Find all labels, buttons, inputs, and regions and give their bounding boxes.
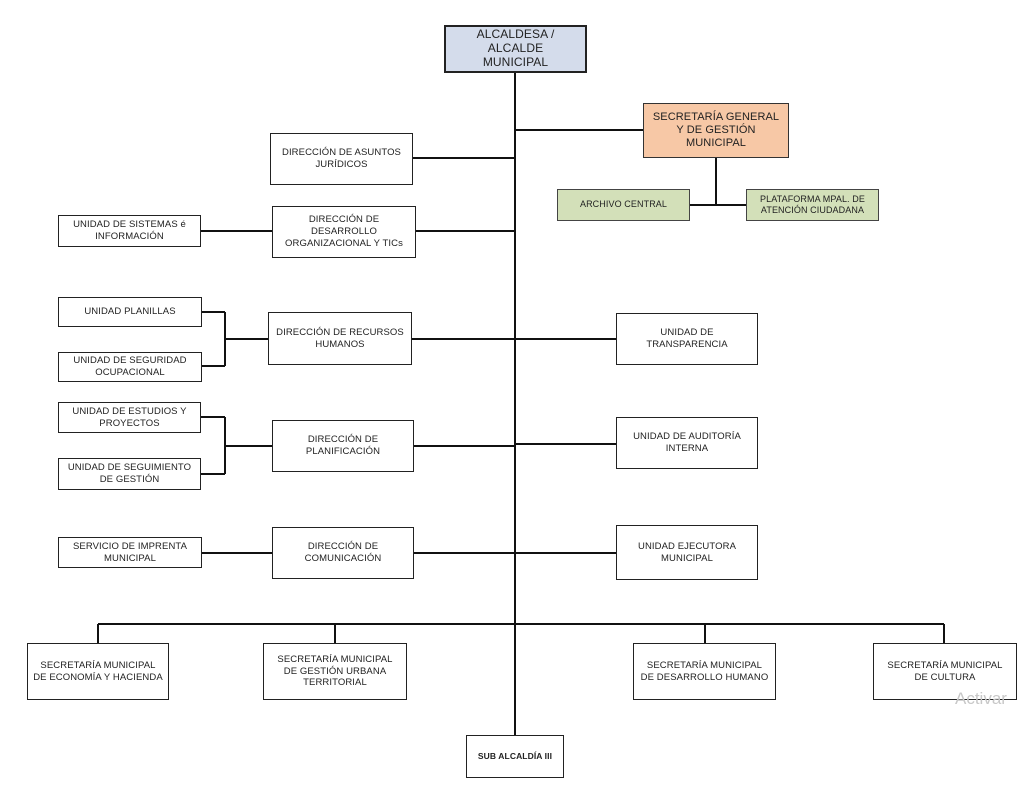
unidad-transparencia-box: UNIDAD DE TRANSPARENCIA: [616, 313, 758, 365]
unidad-sistemas-box: UNIDAD DE SISTEMAS é INFORMACIÓN: [58, 215, 201, 247]
unidad-planillas-box: UNIDAD PLANILLAS: [58, 297, 202, 327]
sec-gestion-urbana-box: SECRETARÍA MUNICIPAL DE GESTIÓN URBANA T…: [263, 643, 407, 700]
dir-asuntos-juridicos-box: DIRECCIÓN DE ASUNTOS JURÍDICOS: [270, 133, 413, 185]
dir-comunicacion-box: DIRECCIÓN DE COMUNICACIÓN: [272, 527, 414, 579]
unidad-seguridad-ocupacional-box: UNIDAD DE SEGURIDAD OCUPACIONAL: [58, 352, 202, 382]
unidad-estudios-proyectos-box: UNIDAD DE ESTUDIOS Y PROYECTOS: [58, 402, 201, 433]
sec-cultura-box: SECRETARÍA MUNICIPAL DE CULTURA: [873, 643, 1017, 700]
archivo-central-box: ARCHIVO CENTRAL: [557, 189, 690, 221]
sec-desarrollo-humano-box: SECRETARÍA MUNICIPAL DE DESARROLLO HUMAN…: [633, 643, 776, 700]
secretaria-general-box: SECRETARÍA GENERAL Y DE GESTIÓN MUNICIPA…: [643, 103, 789, 158]
unidad-ejecutora-box: UNIDAD EJECUTORA MUNICIPAL: [616, 525, 758, 580]
alcalde-municipal-box: ALCALDESA / ALCALDE MUNICIPAL: [444, 25, 587, 73]
dir-recursos-humanos-box: DIRECCIÓN DE RECURSOS HUMANOS: [268, 312, 412, 365]
dir-desarrollo-organizacional-box: DIRECCIÓN DE DESARROLLO ORGANIZACIONAL Y…: [272, 206, 416, 258]
dir-planificacion-box: DIRECCIÓN DE PLANIFICACIÓN: [272, 420, 414, 472]
plataforma-atencion-box: PLATAFORMA MPAL. DE ATENCIÓN CIUDADANA: [746, 189, 879, 221]
sub-alcaldia-box: SUB ALCALDÍA III: [466, 735, 564, 778]
watermark-text: Activar: [955, 689, 1007, 708]
sec-economia-hacienda-box: SECRETARÍA MUNICIPAL DE ECONOMÍA Y HACIE…: [27, 643, 169, 700]
unidad-auditoria-interna-box: UNIDAD DE AUDITORÍA INTERNA: [616, 417, 758, 469]
servicio-imprenta-box: SERVICIO DE IMPRENTA MUNICIPAL: [58, 537, 202, 568]
unidad-seguimiento-gestion-box: UNIDAD DE SEGUIMIENTO DE GESTIÓN: [58, 458, 201, 490]
